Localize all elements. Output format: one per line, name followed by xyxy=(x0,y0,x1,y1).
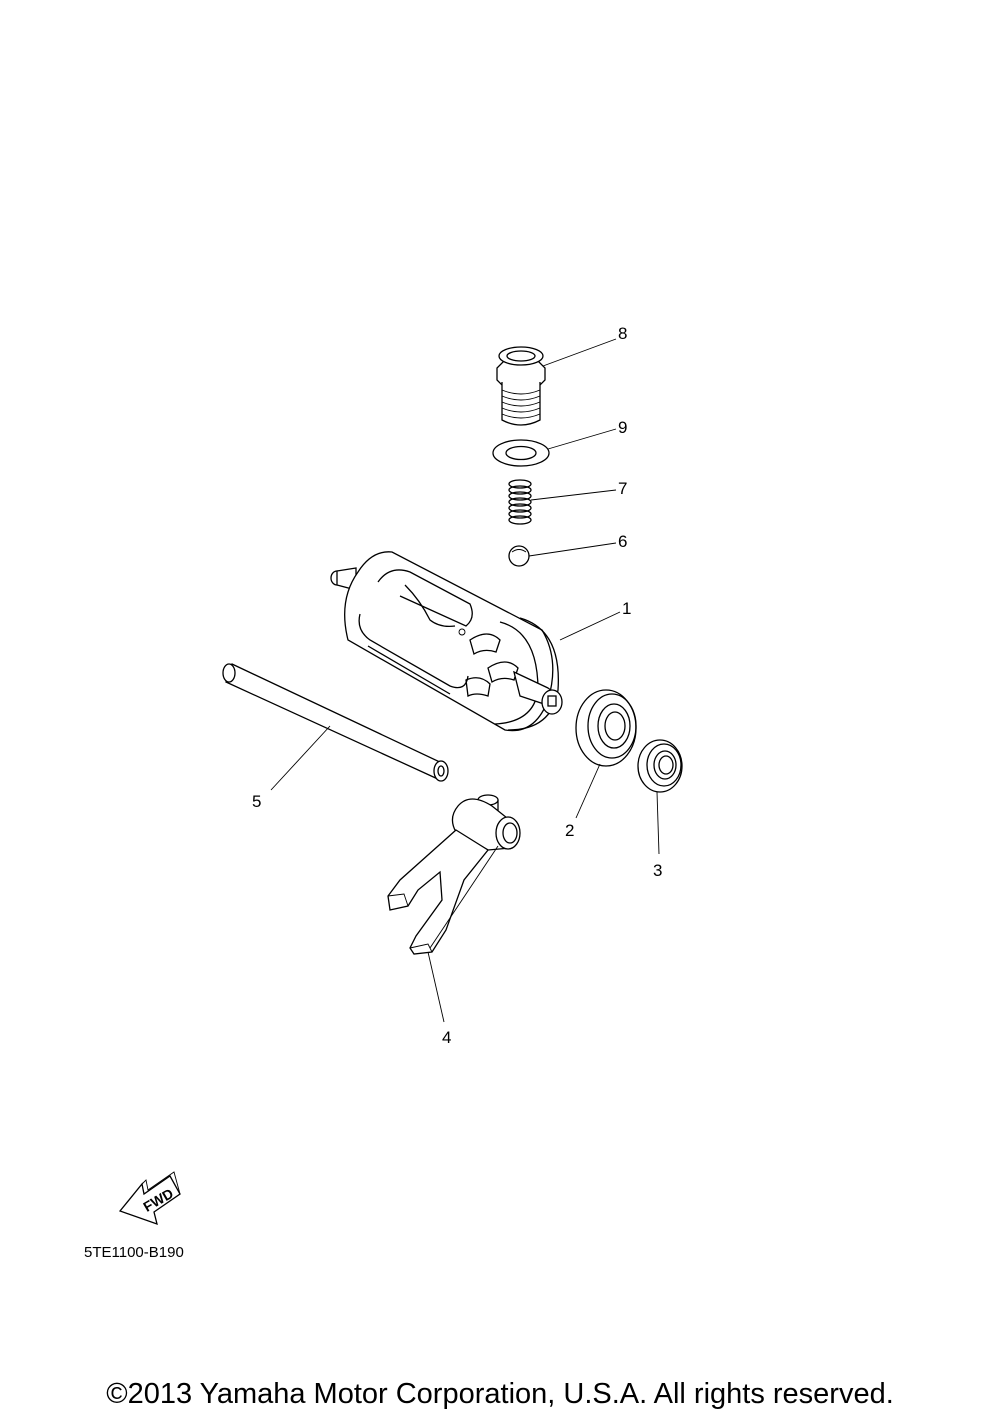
leader-8 xyxy=(542,338,617,367)
part-number-3: 3 xyxy=(653,861,662,880)
leader-6 xyxy=(528,542,617,557)
shift-fork-icon[interactable] xyxy=(387,794,521,955)
leader-2 xyxy=(575,763,601,819)
shift-drum-icon[interactable] xyxy=(330,551,563,732)
fwd-arrow-icon: FWD xyxy=(118,1171,181,1226)
part-number-5: 5 xyxy=(252,792,261,811)
part-number-7: 7 xyxy=(618,479,627,498)
leader-9 xyxy=(547,428,617,450)
spring-icon[interactable] xyxy=(508,479,532,525)
guide-bar-icon[interactable] xyxy=(222,663,449,782)
bearing-icon[interactable] xyxy=(575,689,637,767)
leader-7 xyxy=(530,489,617,501)
part-number-2: 2 xyxy=(565,821,574,840)
part-number-1: 1 xyxy=(622,599,631,618)
copyright-notice: ©2013 Yamaha Motor Corporation, U.S.A. A… xyxy=(106,1378,894,1410)
part-number-8: 8 xyxy=(618,324,627,343)
leader-4 xyxy=(427,951,445,1023)
leader-4a xyxy=(429,845,499,949)
part-number-6: 6 xyxy=(618,532,627,551)
leader-1 xyxy=(559,611,621,641)
bolt-icon[interactable] xyxy=(496,346,546,426)
oil-seal-icon[interactable] xyxy=(637,739,683,793)
diagram-code: 5TE1100-B190 xyxy=(84,1244,184,1261)
leader-3 xyxy=(656,791,660,855)
ball-icon[interactable] xyxy=(508,545,530,567)
part-number-4: 4 xyxy=(442,1028,451,1047)
leader-5 xyxy=(270,725,331,791)
part-number-9: 9 xyxy=(618,418,627,437)
washer-icon[interactable] xyxy=(492,439,550,467)
